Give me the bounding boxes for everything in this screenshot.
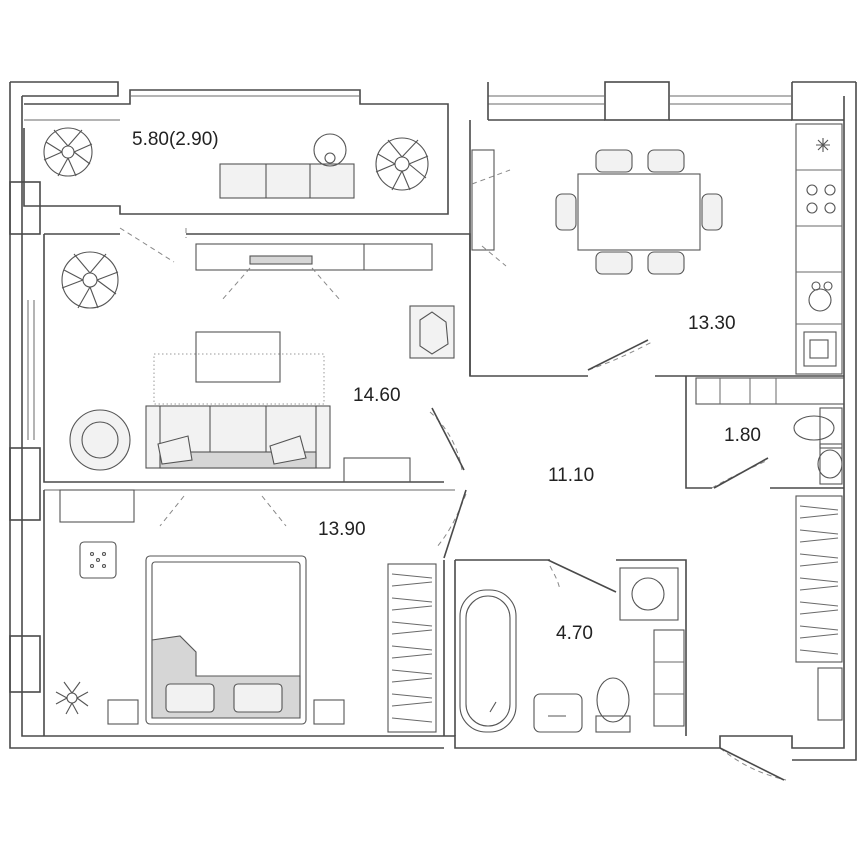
sink-icon bbox=[803, 331, 837, 367]
pillow bbox=[165, 683, 215, 713]
armchair bbox=[69, 409, 131, 471]
living-door bbox=[429, 411, 463, 471]
washbasin-icon bbox=[533, 693, 583, 733]
coffee-table bbox=[195, 331, 281, 383]
plant-icon bbox=[61, 251, 119, 309]
lamp-icon bbox=[79, 541, 117, 579]
balcony bbox=[23, 89, 449, 263]
balcony-door bbox=[119, 227, 175, 263]
kitchen-shelf bbox=[471, 149, 495, 251]
entrance-door bbox=[719, 747, 787, 781]
dining-table bbox=[577, 173, 701, 251]
living-area-label: 14.60 bbox=[353, 385, 401, 406]
plant-icon bbox=[55, 681, 89, 715]
bed bbox=[145, 555, 307, 725]
nightstand bbox=[313, 699, 345, 725]
toilet-icon bbox=[595, 715, 631, 733]
pillow bbox=[233, 683, 283, 713]
bathroom bbox=[454, 559, 687, 736]
wc bbox=[685, 376, 845, 489]
bedroom bbox=[43, 489, 467, 736]
balcony-area-label: 5.80(2.90) bbox=[132, 129, 219, 150]
cabinet bbox=[343, 457, 411, 483]
tv-stand bbox=[195, 243, 433, 271]
stove-icon bbox=[806, 184, 836, 214]
wc-cabinets bbox=[695, 377, 845, 405]
kitchen-counter bbox=[795, 123, 843, 375]
bedroom-door bbox=[435, 493, 467, 549]
hall-area-label: 11.10 bbox=[548, 465, 595, 486]
wc-area-label: 1.80 bbox=[724, 425, 761, 446]
outer-walls bbox=[9, 81, 857, 761]
column-left-2 bbox=[9, 447, 41, 521]
hall-wardrobe bbox=[795, 495, 843, 721]
kitchen-area-label: 13.30 bbox=[688, 313, 736, 334]
washing-machine bbox=[619, 567, 679, 621]
living-room bbox=[43, 233, 471, 491]
tv bbox=[249, 255, 313, 265]
balcony-sofa bbox=[219, 163, 355, 199]
bathroom-area-label: 4.70 bbox=[556, 623, 593, 644]
bedroom-area-label: 13.90 bbox=[318, 519, 366, 540]
bathroom-door bbox=[549, 565, 561, 591]
column-top bbox=[604, 81, 670, 121]
balcony-table bbox=[313, 133, 347, 167]
kitchen bbox=[469, 119, 844, 377]
desk bbox=[59, 489, 135, 523]
plant-icon bbox=[43, 127, 93, 177]
nightstand bbox=[107, 699, 139, 725]
kitchen-door bbox=[587, 341, 653, 371]
chair-icon bbox=[555, 149, 723, 275]
fridge-icon bbox=[816, 138, 830, 152]
column-left-3 bbox=[9, 635, 41, 693]
shelf bbox=[653, 629, 685, 727]
kettle-icon bbox=[808, 281, 833, 312]
column-left-1 bbox=[9, 181, 41, 235]
bathtub bbox=[459, 589, 517, 733]
plant-icon bbox=[375, 137, 429, 191]
toilet-icon bbox=[793, 415, 835, 441]
wc-door bbox=[711, 459, 769, 489]
bedroom-wardrobe bbox=[387, 563, 437, 733]
